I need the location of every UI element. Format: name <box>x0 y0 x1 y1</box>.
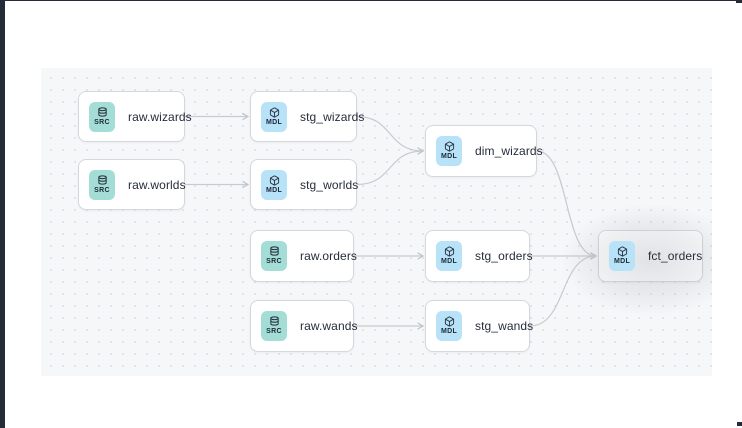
node-stg_worlds[interactable]: MDL stg_worlds <box>250 159 359 210</box>
node-label: raw.orders <box>300 249 358 263</box>
src-type-badge: SRC <box>89 101 115 132</box>
cube-icon <box>269 106 280 118</box>
node-raw_wizards[interactable]: SRC raw.wizards <box>78 91 192 142</box>
node-dim_wizards[interactable]: MDL dim_wizards <box>425 125 543 177</box>
badge-label: SRC <box>94 118 110 126</box>
node-label: stg_wizards <box>300 109 365 124</box>
mdl-type-badge: MDL <box>261 169 287 200</box>
node-label: fct_orders <box>648 249 703 263</box>
edge-dim_wizards-to-fct_orders <box>536 150 596 256</box>
database-icon <box>269 316 280 327</box>
node-raw_orders[interactable]: SRC raw.orders <box>250 230 358 282</box>
edge-stg_worlds-to-dim_wizards <box>356 151 423 186</box>
database-icon <box>97 106 108 118</box>
node-stg_orders[interactable]: MDL stg_orders <box>425 230 533 282</box>
node-label: dim_wizards <box>475 144 543 158</box>
window-edge-top <box>0 0 742 1</box>
mdl-type-badge: MDL <box>261 101 287 132</box>
mdl-type-badge: MDL <box>436 136 462 166</box>
cube-icon <box>269 174 280 186</box>
node-label: raw.worlds <box>128 177 186 192</box>
node-label: stg_orders <box>475 249 533 263</box>
window-corner-top-right <box>736 0 742 3</box>
cube-icon <box>444 141 455 152</box>
cube-icon <box>617 246 628 257</box>
mdl-type-badge: MDL <box>609 241 635 271</box>
window-edge-left <box>0 0 5 428</box>
database-icon <box>97 174 108 186</box>
edges-layer <box>184 68 712 376</box>
mdl-type-badge: MDL <box>436 311 462 341</box>
badge-label: MDL <box>265 118 283 126</box>
badge-label: MDL <box>265 186 283 194</box>
cube-icon <box>444 246 455 257</box>
badge-label: MDL <box>440 258 458 265</box>
src-type-badge: SRC <box>261 311 287 341</box>
node-label: raw.wands <box>300 319 358 333</box>
window-corner-bottom-right <box>737 422 742 426</box>
node-raw_wands[interactable]: SRC raw.wands <box>250 300 358 352</box>
src-type-badge: SRC <box>261 241 287 271</box>
database-icon <box>269 246 280 257</box>
badge-label: SRC <box>266 328 282 335</box>
edge-stg_wizards-to-dim_wizards <box>356 115 423 152</box>
badge-label: SRC <box>266 258 282 265</box>
node-label: stg_wands <box>475 319 534 333</box>
badge-label: MDL <box>440 153 458 160</box>
node-stg_wands[interactable]: MDL stg_wands <box>425 300 534 352</box>
edge-stg_wands-to-fct_orders <box>529 256 596 327</box>
mdl-type-badge: MDL <box>436 241 462 271</box>
badge-label: MDL <box>440 328 458 335</box>
node-label: stg_worlds <box>300 177 359 192</box>
src-type-badge: SRC <box>89 169 115 200</box>
badge-label: MDL <box>613 258 631 265</box>
cube-icon <box>444 316 455 327</box>
badge-label: SRC <box>94 186 110 194</box>
node-raw_worlds[interactable]: SRC raw.worlds <box>78 159 186 210</box>
node-fct_orders[interactable]: MDL fct_orders <box>559 203 712 317</box>
node-label: raw.wizards <box>128 109 192 124</box>
node-stg_wizards[interactable]: MDL stg_wizards <box>250 91 364 142</box>
